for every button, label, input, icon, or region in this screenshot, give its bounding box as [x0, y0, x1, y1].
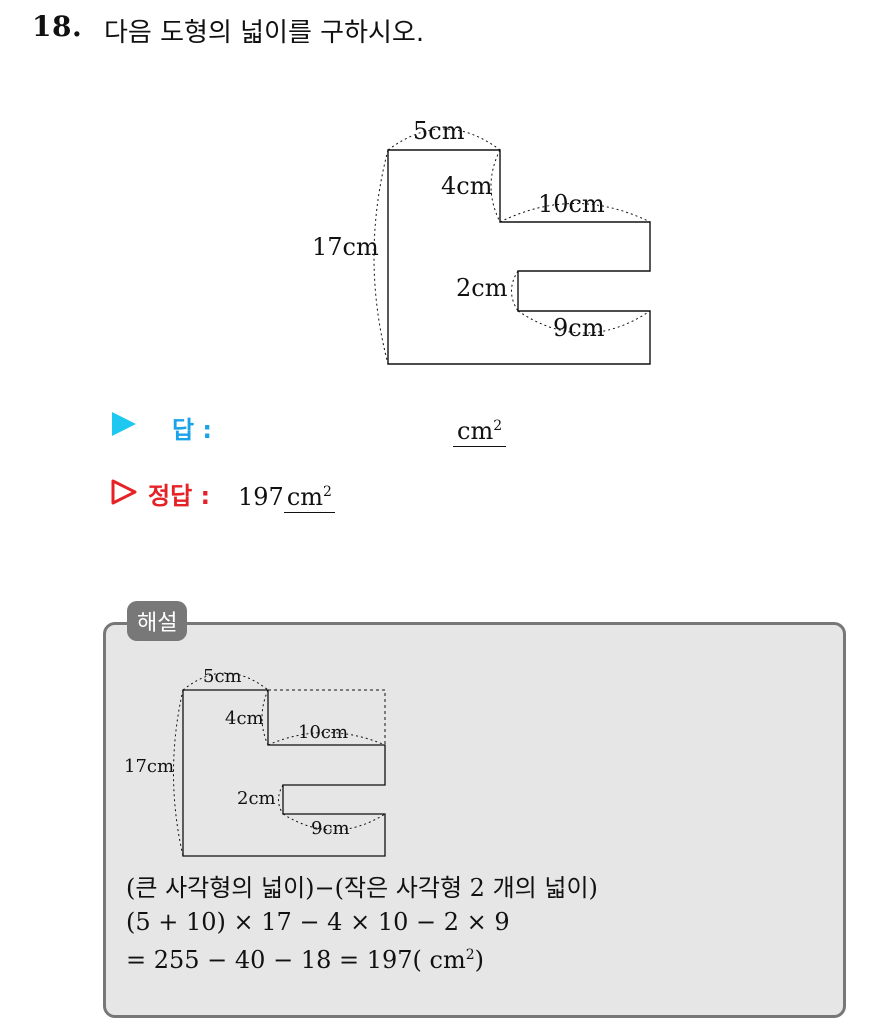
solution-arc-17cm: [173, 689, 184, 857]
answer-unit-exp: 2: [493, 418, 503, 434]
solution-label-10cm: 10cm: [298, 722, 348, 743]
solution-line-3: = 255 − 40 − 18 = 197( cm2): [126, 946, 484, 974]
label-4cm: 4cm: [441, 172, 493, 200]
question-number: 18.: [32, 10, 83, 43]
solution-label-4cm: 4cm: [225, 708, 264, 729]
solution-line-3-text: = 255 − 40 − 18 = 197( cm: [126, 946, 466, 974]
answer-label: 답 :: [172, 416, 213, 444]
solution-arc-4cm: [261, 689, 269, 746]
solution-arc-2cm: [278, 784, 284, 815]
dim-arc-2cm: [511, 270, 519, 312]
dim-arc-5cm: [387, 128, 501, 151]
label-17cm: 17cm: [312, 233, 379, 261]
solution-line-1: (큰 사각형의 넓이)−(작은 사각형 2 개의 넓이): [126, 874, 598, 902]
solution-arc-5cm: [182, 672, 269, 691]
solution-label-5cm: 5cm: [203, 666, 242, 687]
solution-figure-outline: [182, 689, 386, 857]
solution-line-2: (5 + 10) × 17 − 4 × 10 − 2 × 9: [126, 908, 510, 936]
main-figure: 5cm 4cm 10cm 17cm 2cm 9cm: [312, 117, 651, 365]
solution-figure-dashed-rect: [268, 689, 386, 745]
answer-row: 답 : cm2: [108, 408, 608, 448]
correct-number: 197: [238, 483, 284, 511]
solution-arc-9cm: [282, 813, 386, 831]
correct-unit-text: cm: [286, 483, 324, 511]
solution-label-9cm: 9cm: [311, 818, 350, 839]
label-10cm: 10cm: [538, 190, 605, 218]
solution-line-3-end: ): [474, 946, 485, 974]
label-2cm: 2cm: [456, 274, 508, 302]
question-text: 다음 도형의 넓이를 구하시오.: [104, 18, 425, 48]
solution-box: [103, 622, 846, 1018]
label-9cm: 9cm: [553, 314, 605, 342]
outline-triangle-icon: [111, 479, 137, 505]
solution-label-17cm: 17cm: [124, 756, 174, 777]
answer-unit-text: cm: [457, 417, 494, 445]
correct-unit-exp: 2: [323, 484, 332, 500]
solution-tag: 해설: [127, 601, 188, 641]
dim-arc-10cm: [499, 203, 651, 223]
correct-unit: cm2: [283, 483, 335, 513]
answer-unit: cm2: [453, 412, 507, 447]
solution-line-3-exp: 2: [465, 947, 475, 963]
dim-arc-9cm: [517, 310, 651, 334]
play-triangle-icon: [112, 412, 136, 436]
correct-label: 정답 :: [148, 482, 211, 510]
solution-label-2cm: 2cm: [237, 788, 276, 809]
dim-arc-17cm: [373, 149, 389, 365]
solution-arc-10cm: [267, 732, 386, 746]
label-5cm: 5cm: [413, 117, 465, 145]
